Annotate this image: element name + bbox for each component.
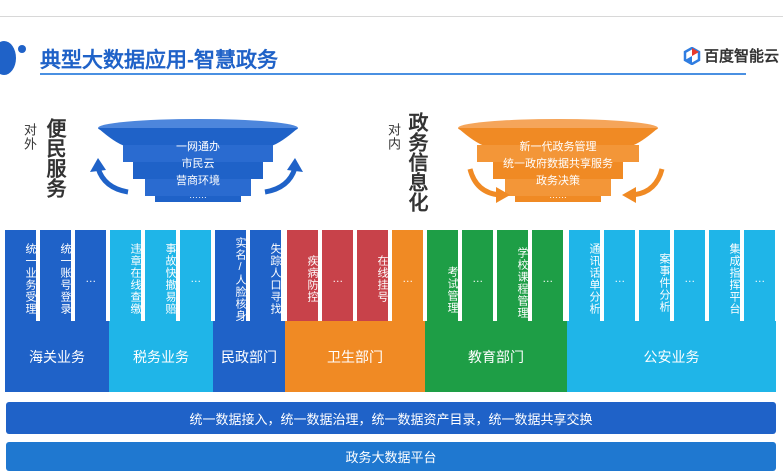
left-side-label: 对外 xyxy=(22,123,37,151)
right-side-title: 政务信息化 xyxy=(405,112,427,212)
strip-1: 统一业务受理 xyxy=(5,230,36,322)
strip-9: 疾病防控 xyxy=(287,230,318,322)
strip-14: … xyxy=(462,230,493,322)
title-accent-small-dot xyxy=(18,45,26,53)
top-divider xyxy=(0,16,783,17)
left-arrow-curve-2-icon xyxy=(264,158,303,195)
strip-18: … xyxy=(604,230,635,322)
strip-12: … xyxy=(392,230,423,322)
strip-8: 失踪人口寻找 xyxy=(250,230,281,322)
dept-health: 卫生部门 xyxy=(285,321,425,392)
strip-4: 违章在线查缴 xyxy=(110,230,141,322)
strip-11: 在线挂号 xyxy=(357,230,388,322)
right-tier-1: 新一代政务管理 xyxy=(519,140,597,153)
page-title: 典型大数据应用-智慧政务 xyxy=(40,49,278,72)
left-arrow-curve-1-icon xyxy=(90,158,129,195)
strip-22: … xyxy=(744,230,775,322)
left-tier-2: 市民云 xyxy=(181,157,215,170)
platform-bar: 政务大数据平台 xyxy=(6,442,776,471)
right-funnel-shape xyxy=(458,119,658,202)
dept-civil-affairs: 民政部门 xyxy=(213,321,285,392)
strip-7: 实名/人脸核身 xyxy=(215,230,246,322)
left-tier-4: …… xyxy=(189,189,207,200)
left-funnel-shape xyxy=(98,119,298,202)
right-tier-2: 统一政府数据共享服务 xyxy=(503,157,613,170)
brand-logo-text: 百度智能云 xyxy=(704,48,780,65)
strip-15: 学校课程管理 xyxy=(497,230,528,322)
title-accent-dot xyxy=(0,41,16,75)
strip-17: 通讯话单分析 xyxy=(569,230,600,322)
baidu-cloud-logo-icon xyxy=(683,46,701,65)
right-arrow-curve-2-icon xyxy=(622,168,665,203)
left-tier-3: 营商环境 xyxy=(176,174,220,187)
strip-5: 事故快撤易赔 xyxy=(145,230,176,322)
strip-20: … xyxy=(674,230,705,322)
right-funnel: 新一代政务管理 统一政府数据共享服务 政务决策 …… xyxy=(455,118,665,206)
strip-13: 考试管理 xyxy=(427,230,458,322)
data-layer-bar: 统一数据接入，统一数据治理，统一数据资产目录，统一数据共享交换 xyxy=(6,402,776,434)
dept-public-security: 公安业务 xyxy=(567,321,776,392)
strip-3: … xyxy=(75,230,106,322)
right-arrow-curve-1-icon xyxy=(467,168,510,203)
right-tier-4: …… xyxy=(549,189,567,200)
brand-logo: 百度智能云 xyxy=(683,45,779,66)
strip-21: 集成指挥平台 xyxy=(709,230,740,322)
strip-10: … xyxy=(322,230,353,322)
dept-tax: 税务业务 xyxy=(109,321,213,392)
right-tier-3: 政务决策 xyxy=(536,174,580,187)
left-funnel: 一网通办 市民云 营商环境 …… xyxy=(95,118,305,206)
strip-6: … xyxy=(180,230,211,322)
right-side-label: 对内 xyxy=(386,123,401,151)
strip-2: 统一账号登录 xyxy=(40,230,71,322)
left-tier-1: 一网通办 xyxy=(176,140,220,153)
strip-19: 案事件分析 xyxy=(639,230,670,322)
left-side-title: 便民服务 xyxy=(43,118,65,198)
dept-education: 教育部门 xyxy=(425,321,567,392)
dept-customs: 海关业务 xyxy=(5,321,109,392)
strip-16: … xyxy=(532,230,563,322)
title-underline xyxy=(40,73,746,75)
